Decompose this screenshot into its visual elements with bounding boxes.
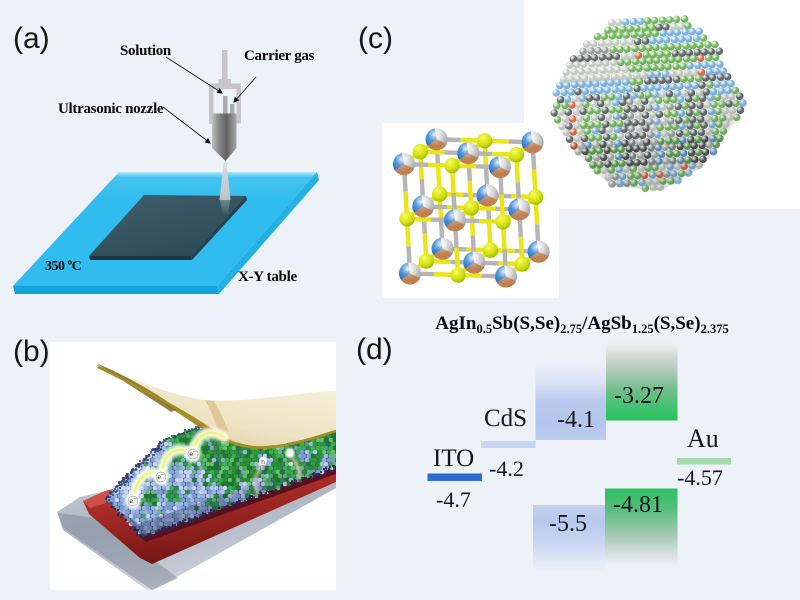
svg-text:e¯: e¯ [157, 473, 165, 481]
svg-text:h: h [261, 459, 265, 466]
svg-text:e¯: e¯ [129, 497, 137, 505]
svg-text:e¯: e¯ [189, 450, 197, 458]
